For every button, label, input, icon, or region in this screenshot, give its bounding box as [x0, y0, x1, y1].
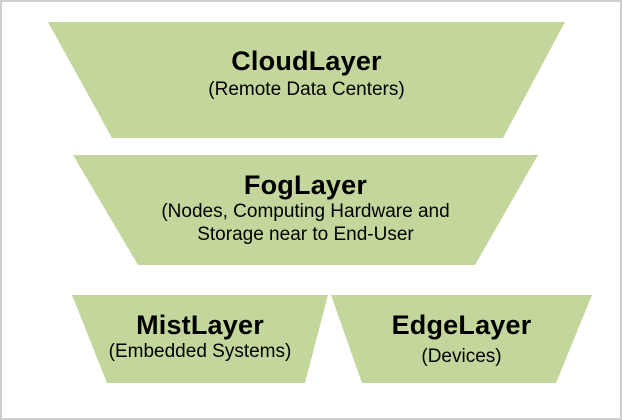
cloud-layer-shape: CloudLayer (Remote Data Centers) — [48, 22, 565, 138]
mist-layer-shape: MistLayer (Embedded Systems) — [72, 295, 328, 383]
mist-layer-subtitle: (Embedded Systems) — [108, 341, 292, 363]
fog-layer-subtitle-line-2: Storage near to End-User — [197, 223, 414, 245]
mist-layer-title: MistLayer — [136, 310, 264, 341]
fog-layer-shape: FogLayer (Nodes, Computing Hardware and … — [73, 155, 538, 265]
edge-layer-title: EdgeLayer — [391, 309, 532, 340]
fog-layer-subtitle-line-1: (Nodes, Computing Hardware and — [161, 200, 450, 222]
edge-layer-shape: EdgeLayer (Devices) — [331, 295, 592, 383]
edge-layer-subtitle: (Devices) — [421, 345, 502, 367]
cloud-layer-subtitle: (Remote Data Centers) — [208, 79, 405, 101]
cloud-layer-title: CloudLayer — [231, 46, 382, 77]
fog-layer-title: FogLayer — [243, 169, 368, 200]
